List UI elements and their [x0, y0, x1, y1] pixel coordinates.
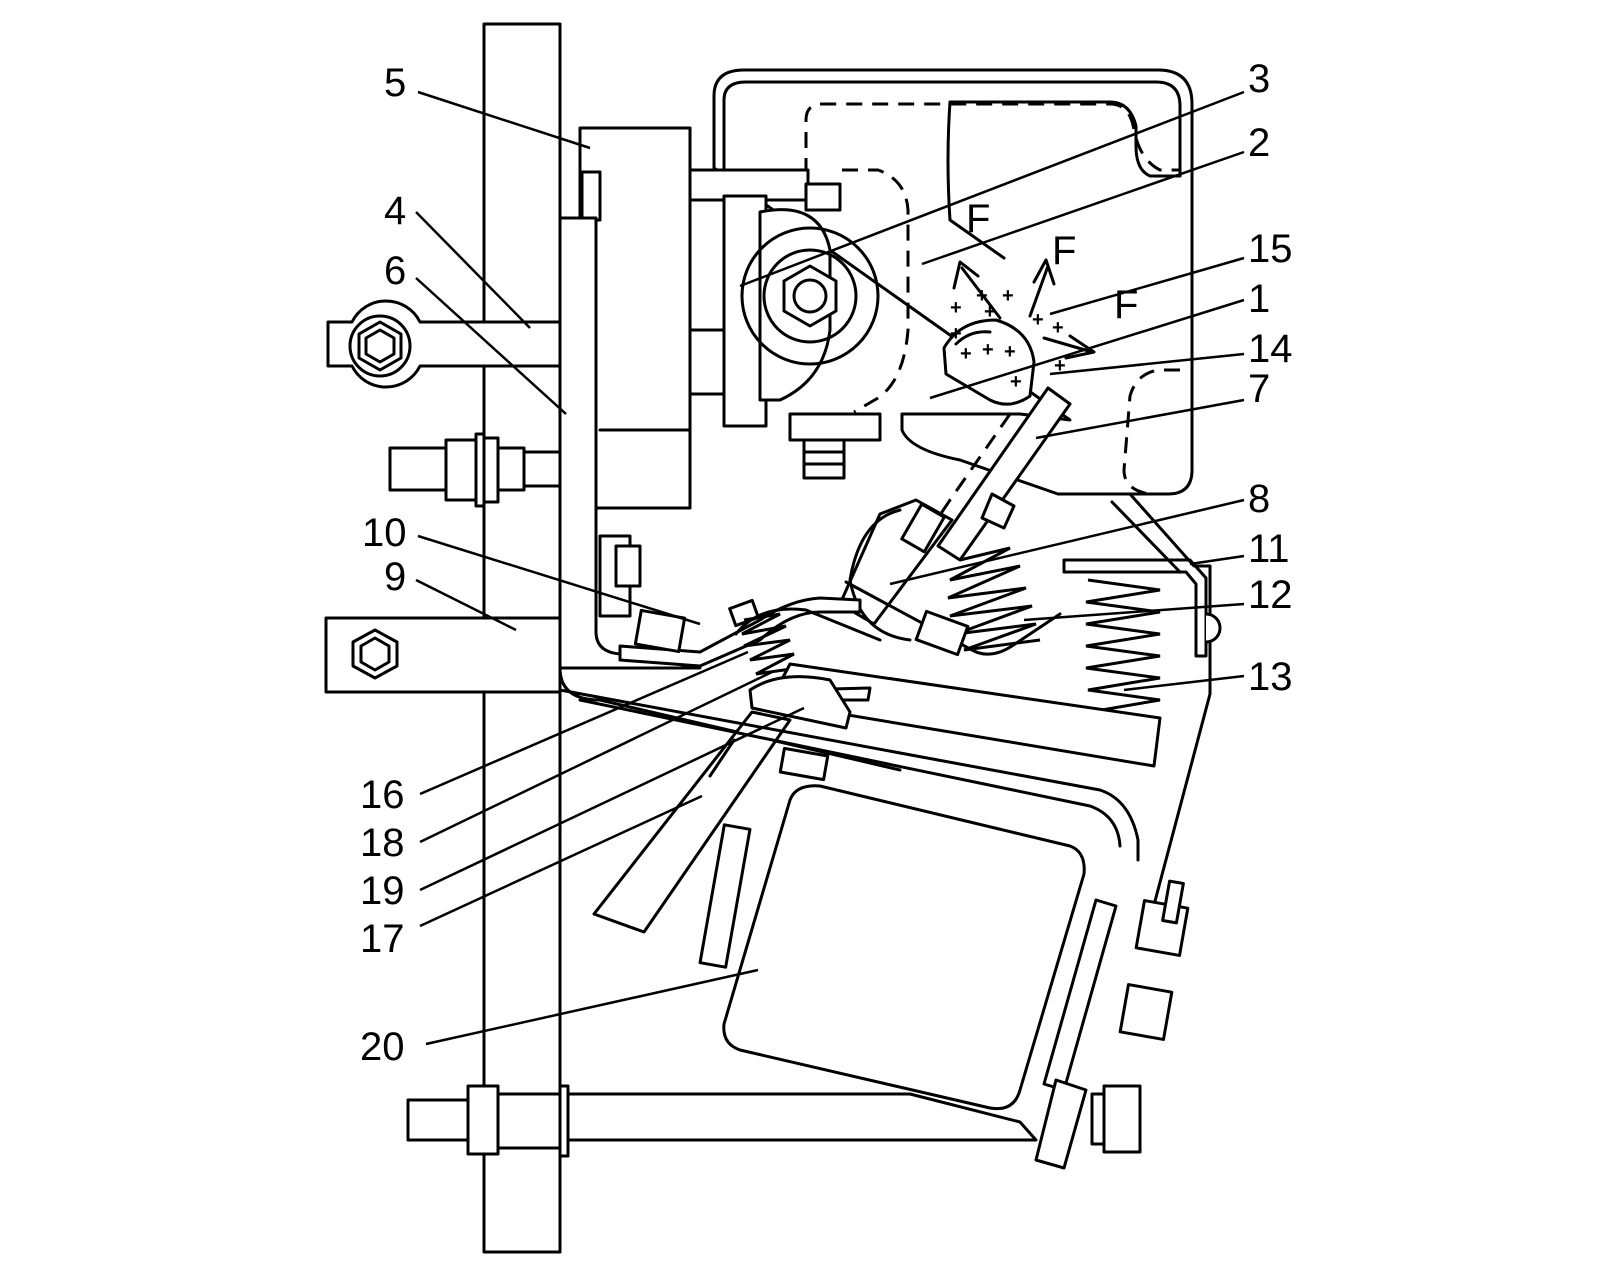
part-5-block [578, 126, 692, 510]
label-8: 8 [1248, 477, 1270, 521]
label-6: 6 [384, 249, 406, 293]
charge-marks: + + + + + + + + + + + + [950, 285, 1066, 393]
label-14: 14 [1248, 327, 1293, 371]
part-17-rod [592, 710, 792, 934]
label-10: 10 [362, 511, 407, 555]
svg-text:+: + [1054, 355, 1066, 377]
label-13: 13 [1248, 655, 1293, 699]
label-4: 4 [384, 189, 406, 233]
label-12: 12 [1248, 573, 1293, 617]
svg-text:+: + [1004, 341, 1016, 363]
label-11: 11 [1248, 527, 1290, 571]
terminal-4 [326, 299, 562, 389]
leader-lines [415, 90, 1245, 1046]
force-label: F [1052, 229, 1076, 273]
right-bolts [1090, 879, 1190, 1154]
pivot-assembly [688, 168, 882, 480]
svg-text:+: + [1032, 309, 1044, 331]
svg-text:+: + [960, 343, 972, 365]
svg-text:+: + [982, 339, 994, 361]
arc-chamber-housing [712, 68, 1194, 561]
force-label: F [966, 197, 990, 241]
label-1: 1 [1248, 277, 1270, 321]
label-17: 17 [360, 917, 405, 961]
label-20: 20 [360, 1025, 405, 1069]
svg-text:+: + [1002, 285, 1014, 307]
svg-text:+: + [950, 297, 962, 319]
svg-text:+: + [1010, 371, 1022, 393]
lever-assembly [598, 534, 882, 668]
label-2: 2 [1248, 121, 1270, 165]
terminal-9 [324, 616, 562, 694]
svg-text:+: + [950, 323, 962, 345]
label-15: 15 [1248, 227, 1293, 271]
svg-text:+: + [984, 301, 996, 323]
spring-13 [1062, 558, 1208, 722]
force-arrows: F F F [952, 197, 1138, 360]
moving-contact-arm [838, 318, 1072, 656]
label-9: 9 [384, 555, 406, 599]
part-11-bracket [1110, 492, 1222, 922]
label-7: 7 [1248, 367, 1270, 411]
label-3: 3 [1248, 57, 1270, 101]
part-labels: 5 4 6 10 9 3 2 15 1 14 7 8 11 12 13 16 1… [360, 57, 1293, 1069]
electromagnet-coil [558, 688, 1140, 1170]
bottom-rod [406, 1084, 1038, 1158]
label-5: 5 [384, 61, 406, 105]
label-19: 19 [360, 869, 405, 913]
middle-stud [388, 432, 562, 508]
armature-plate [748, 662, 1162, 768]
spring-12 [914, 546, 1041, 657]
label-16: 16 [360, 773, 405, 817]
spring-16 [741, 612, 799, 676]
label-18: 18 [360, 821, 405, 865]
svg-text:+: + [1052, 317, 1064, 339]
